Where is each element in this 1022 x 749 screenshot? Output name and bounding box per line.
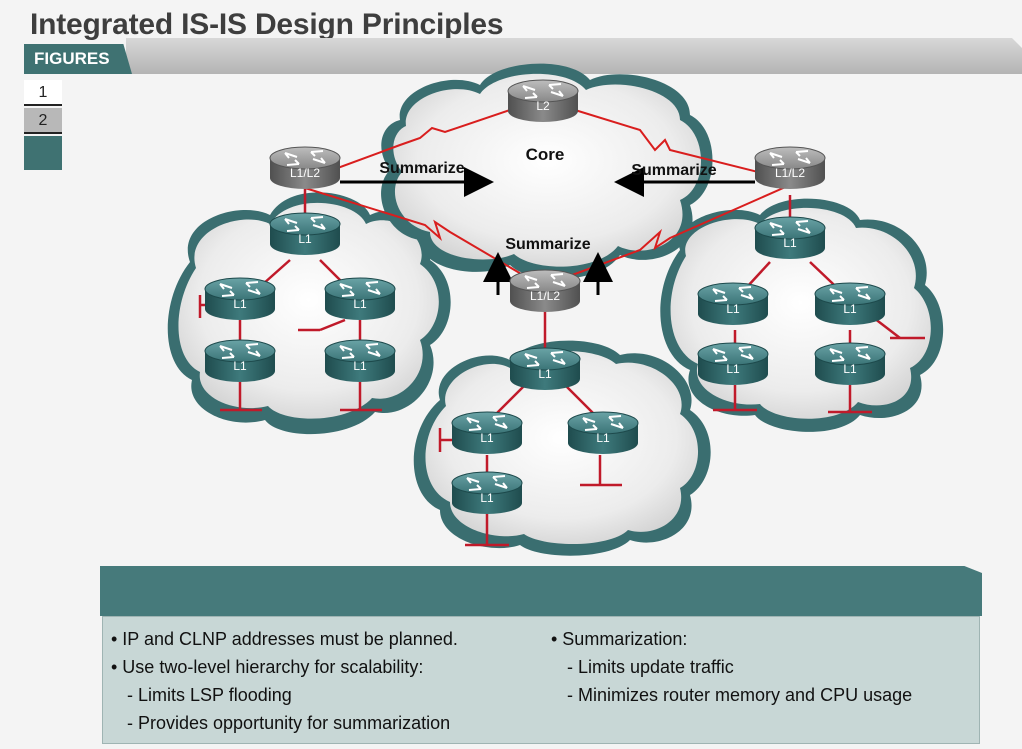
router-label: L1: [538, 367, 552, 381]
router-label: L1/L2: [290, 166, 320, 180]
figure-tab-1[interactable]: 1: [24, 80, 62, 106]
right-border-router: L1/L2: [754, 146, 826, 189]
left-l1-router: L1: [269, 212, 341, 255]
bullet-item: • Use two-level hierarchy for scalabilit…: [111, 657, 424, 677]
bottom-l1-router: L1: [451, 471, 523, 514]
bottom-l1-router: L1: [451, 411, 523, 454]
figure-tab-footer: [24, 136, 62, 170]
router-label: L1/L2: [530, 289, 560, 303]
bullets-right: • Summarization: - Limits update traffic…: [551, 625, 912, 709]
router-label: L1: [298, 232, 312, 246]
router-label: L1/L2: [775, 166, 805, 180]
info-panel: • IP and CLNP addresses must be planned.…: [100, 566, 982, 746]
core-area-cloud: [381, 63, 713, 279]
core-links: [304, 109, 791, 286]
router-label: L1: [726, 362, 740, 376]
page-title: Integrated IS-IS Design Principles: [30, 8, 504, 41]
bullet-subitem: - Minimizes router memory and CPU usage: [567, 685, 913, 705]
router-label: L1: [480, 491, 494, 505]
router-label: L1: [353, 297, 367, 311]
bullet-subitem: - Limits LSP flooding: [127, 685, 292, 705]
left-l1-router: L1: [324, 339, 396, 382]
router-label: L2: [536, 99, 550, 113]
left-border-router: L1/L2: [269, 146, 341, 189]
right-l1-router: L1: [814, 342, 886, 385]
core-router-l2: L2: [507, 79, 579, 122]
summarize-label-right: Summarize: [631, 162, 716, 179]
header-bar: [126, 38, 1022, 74]
summarize-label-bottom: Summarize: [505, 236, 590, 253]
right-l1-router: L1: [697, 282, 769, 325]
bullet-subitem: - Limits update traffic: [567, 657, 734, 677]
router-label: L1: [480, 431, 494, 445]
figures-tab: FIGURES: [24, 44, 132, 74]
bottom-l1-router: L1: [567, 411, 639, 454]
bullet-item: • IP and CLNP addresses must be planned.: [111, 629, 458, 649]
summarize-arrows: [340, 167, 755, 295]
info-panel-body: • IP and CLNP addresses must be planned.…: [102, 616, 980, 744]
left-l1-router: L1: [204, 339, 276, 382]
right-l1-router: L1: [814, 282, 886, 325]
right-l1-router: L1: [697, 342, 769, 385]
router-label: L1: [726, 302, 740, 316]
router-label: L1: [843, 362, 857, 376]
bullet-item: • Summarization:: [551, 629, 688, 649]
bottom-border-router: L1/L2: [509, 269, 581, 312]
router-label: L1: [353, 359, 367, 373]
info-panel-header: [100, 566, 982, 616]
right-l1-router: L1: [754, 216, 826, 259]
bottom-l1-router: L1: [509, 347, 581, 390]
core-label: Core: [526, 145, 565, 164]
figure-tab-2[interactable]: 2: [24, 108, 62, 134]
router-label: L1: [596, 431, 610, 445]
router-label: L1: [233, 297, 247, 311]
bullets-left: • IP and CLNP addresses must be planned.…: [111, 625, 458, 737]
left-l1-router: L1: [324, 277, 396, 320]
router-label: L1: [843, 302, 857, 316]
bullet-subitem: - Provides opportunity for summarization: [127, 713, 451, 733]
left-l1-router: L1: [204, 277, 276, 320]
router-label: L1: [783, 236, 797, 250]
router-label: L1: [233, 359, 247, 373]
summarize-label-left: Summarize: [379, 160, 464, 177]
